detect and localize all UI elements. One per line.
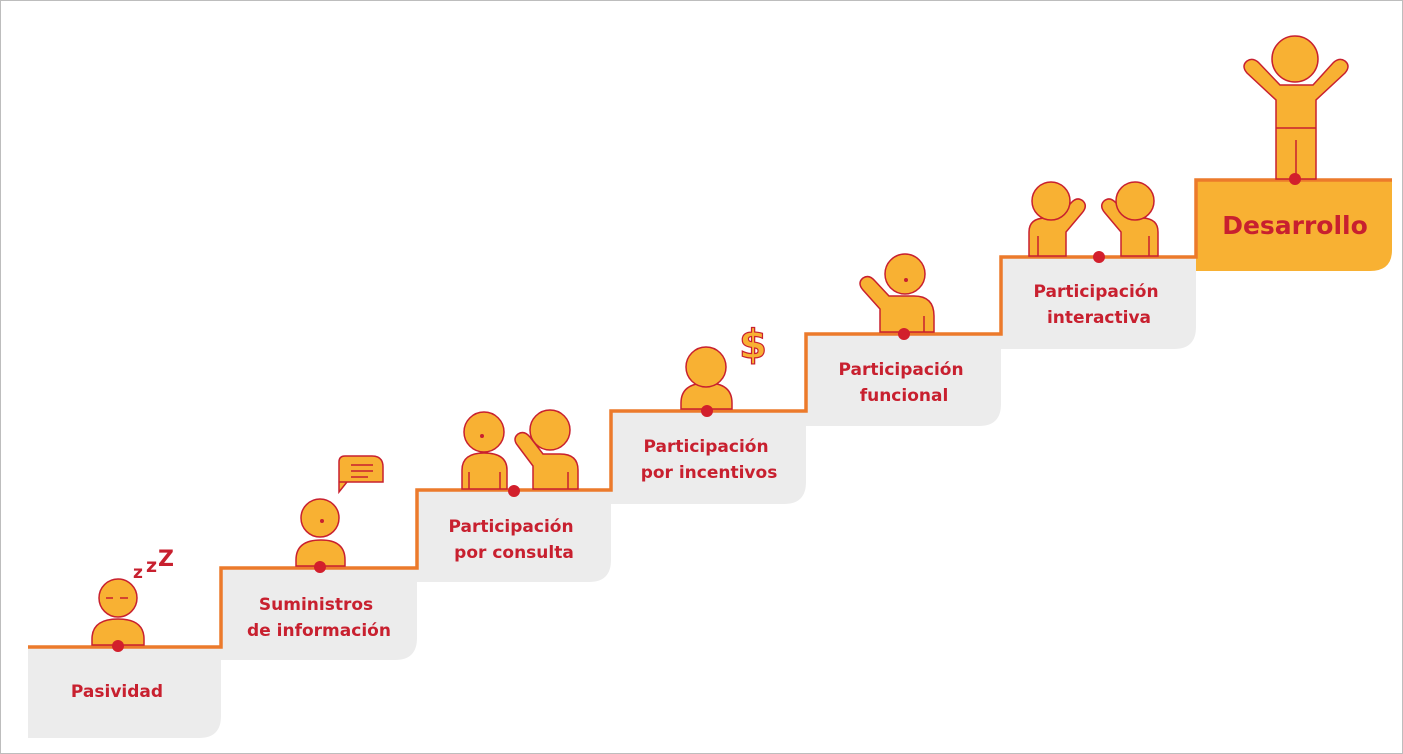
- step-dot-4: [701, 405, 713, 417]
- step-label-suministros: Suministros de información: [247, 595, 391, 641]
- person-waving-icon: [859, 253, 935, 333]
- step-label-funcional: Participación funcional: [839, 360, 970, 406]
- step-box-1: [28, 647, 221, 738]
- person-with-dollar-icon: [680, 346, 733, 410]
- step-box-final: [1196, 180, 1392, 271]
- step-box-3: [417, 490, 611, 582]
- step-dot-5: [898, 328, 910, 340]
- speech-bubble-icon: [338, 455, 384, 495]
- two-people-high-five-icon: [1028, 181, 1159, 257]
- step-label-interactiva: Participación interactiva: [1034, 282, 1165, 328]
- step-label-consulta: Participación por consulta: [449, 517, 580, 563]
- step-label-incentivos: Participación por incentivos: [641, 437, 778, 483]
- step-box-2: [221, 568, 417, 660]
- step-dot-1: [112, 640, 124, 652]
- step-dot-2: [314, 561, 326, 573]
- step-dot-3: [508, 485, 520, 497]
- sleeping-person-icon: [91, 578, 145, 646]
- step-dot-7: [1289, 173, 1301, 185]
- step-label-pasividad: Pasividad: [71, 682, 163, 702]
- step-box-4: [611, 411, 806, 504]
- step-boxes: [28, 180, 1392, 738]
- person-informing-icon: [295, 498, 346, 567]
- step-label-desarrollo: Desarrollo: [1222, 211, 1368, 240]
- step-dot-6: [1093, 251, 1105, 263]
- step-dots: [112, 173, 1301, 652]
- step-box-6: [1001, 257, 1196, 349]
- step-labels: Pasividad Suministros de información Par…: [71, 211, 1368, 702]
- person-arms-raised-icon: [1243, 35, 1349, 180]
- two-people-consulting-icon: [461, 409, 579, 490]
- dollar-symbol: $: [739, 322, 767, 368]
- step-box-5: [806, 334, 1001, 426]
